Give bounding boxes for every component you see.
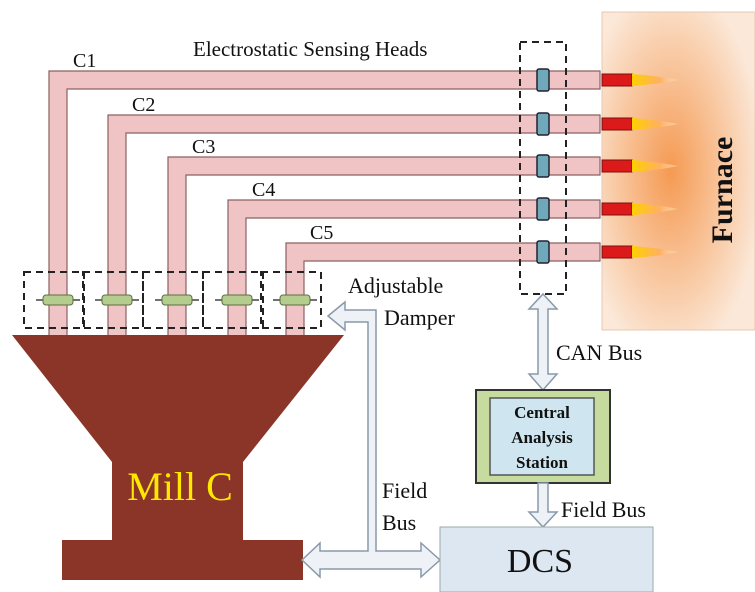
field-bus-right-label: Field Bus bbox=[561, 497, 646, 522]
station-line3: Station bbox=[516, 453, 569, 472]
damper-c1 bbox=[42, 294, 74, 306]
furnace-label: Furnace bbox=[706, 137, 739, 244]
sensing-head-c5 bbox=[536, 240, 550, 264]
can-bus-arrow bbox=[527, 292, 559, 392]
pipe-label-c5: C5 bbox=[310, 222, 333, 244]
station-line2: Analysis bbox=[511, 428, 573, 447]
field-bus-left-line2: Bus bbox=[382, 510, 416, 535]
dcs-label: DCS bbox=[507, 543, 573, 580]
sensing-head-c3 bbox=[536, 154, 550, 178]
damper-c4 bbox=[221, 294, 253, 306]
burner-c2 bbox=[601, 117, 633, 131]
pipe-label-c3: C3 bbox=[192, 136, 215, 158]
sensing-head-c1 bbox=[536, 68, 550, 92]
analysis-station-inner bbox=[489, 397, 595, 476]
field-bus-arrow-right bbox=[527, 482, 559, 529]
damper-c2 bbox=[101, 294, 133, 306]
sensing-head-c2 bbox=[536, 112, 550, 136]
sensing-heads bbox=[536, 68, 678, 264]
dcs-box bbox=[439, 526, 654, 592]
burner-c3 bbox=[601, 159, 633, 173]
damper-row bbox=[23, 271, 322, 329]
flame-c2 bbox=[632, 118, 678, 130]
pipe-label-c1: C1 bbox=[73, 50, 96, 72]
burner-c4 bbox=[601, 202, 633, 216]
can-bus-label: CAN Bus bbox=[556, 340, 642, 365]
mill-label: Mill C bbox=[127, 464, 233, 509]
station-line1: Central bbox=[514, 403, 570, 422]
flame-c4 bbox=[632, 203, 678, 215]
field-bus-arrow-left bbox=[300, 300, 442, 579]
sensing-heads-label: Electrostatic Sensing Heads bbox=[193, 37, 427, 61]
sensing-head-c4 bbox=[536, 197, 550, 221]
flame-c3 bbox=[632, 160, 678, 172]
mill-body bbox=[12, 335, 344, 580]
sensing-heads-box bbox=[519, 41, 567, 295]
field-bus-left-line1: Field bbox=[382, 478, 427, 503]
damper-c3 bbox=[161, 294, 193, 306]
pipe-label-c2: C2 bbox=[132, 94, 155, 116]
damper-cell-c5 bbox=[260, 271, 322, 329]
flame-c5 bbox=[632, 246, 678, 258]
burner-c5 bbox=[601, 245, 633, 259]
burner-c1 bbox=[601, 73, 633, 87]
damper-label-line1: Adjustable bbox=[348, 273, 443, 298]
pipe-label-c4: C4 bbox=[252, 179, 275, 201]
damper-label-line2: Damper bbox=[384, 305, 456, 330]
damper-cell-c4 bbox=[202, 271, 264, 329]
flame-c1 bbox=[632, 74, 678, 86]
damper-c5 bbox=[279, 294, 311, 306]
